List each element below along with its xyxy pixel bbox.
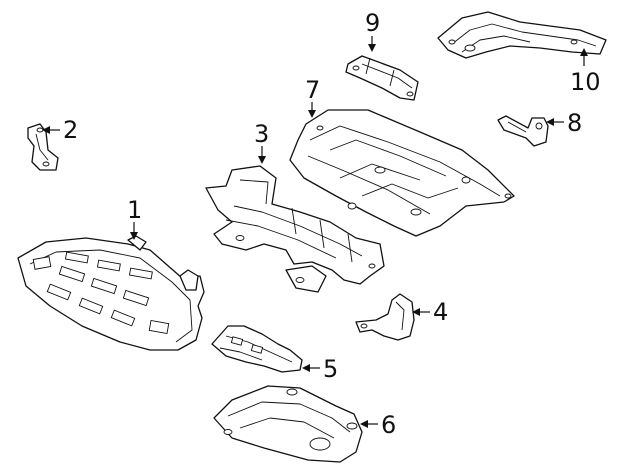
part-2-bracket <box>27 123 59 171</box>
part-5-shield <box>211 325 303 373</box>
part-7-shield <box>289 109 515 237</box>
part-4-bracket <box>355 293 415 341</box>
callout-3: 3 <box>254 120 269 148</box>
callout-8: 8 <box>567 109 582 137</box>
callout-6: 6 <box>381 411 396 439</box>
part-1-skid-plate <box>17 235 205 351</box>
callout-9: 9 <box>365 9 380 37</box>
part-9-bracket <box>345 55 419 101</box>
callout-5: 5 <box>323 355 338 383</box>
callout-4: 4 <box>433 298 448 326</box>
callout-2: 2 <box>63 116 78 144</box>
part-10-shield <box>437 11 607 59</box>
leader-lines <box>42 36 588 428</box>
part-3-frame <box>205 165 385 293</box>
callout-1: 1 <box>127 196 142 224</box>
part-8-bracket <box>497 115 549 147</box>
callout-7: 7 <box>305 76 320 104</box>
callout-10: 10 <box>570 68 601 96</box>
part-6-shield <box>213 385 363 463</box>
